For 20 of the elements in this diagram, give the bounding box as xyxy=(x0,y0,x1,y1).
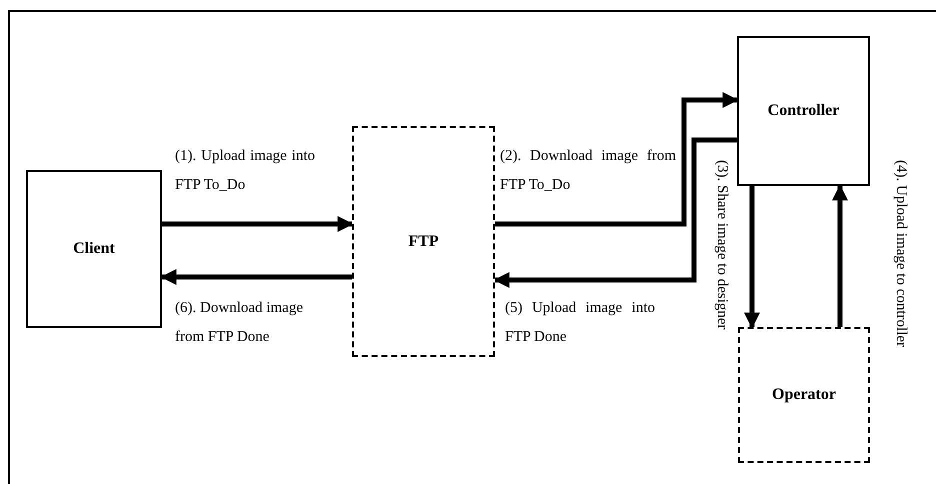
dashed-box xyxy=(738,327,870,463)
edge-label: (5) Upload image into FTP Done xyxy=(505,299,655,347)
arrow xyxy=(495,92,739,226)
process-box xyxy=(737,36,870,186)
arrow xyxy=(744,186,760,329)
node-label: FTP xyxy=(408,232,439,250)
edge-label: (4). Upload image to controller xyxy=(892,160,910,348)
arrow xyxy=(832,184,848,327)
edge-label: (6). Download image from FTP Done xyxy=(175,299,303,347)
dashed-box xyxy=(352,126,495,357)
process-box xyxy=(26,170,162,328)
arrow xyxy=(493,138,737,288)
edge-label: (3). Share image to designer xyxy=(713,160,731,330)
node-label: Controller xyxy=(768,102,840,120)
arrow xyxy=(162,216,354,232)
node-label: Client xyxy=(73,240,115,258)
edge-label: (1). Upload image into FTP To_Do xyxy=(175,147,315,195)
node-label: Operator xyxy=(772,386,836,404)
edge-label: (2). Download image from FTP To_Do xyxy=(500,147,676,195)
arrow xyxy=(160,269,352,285)
